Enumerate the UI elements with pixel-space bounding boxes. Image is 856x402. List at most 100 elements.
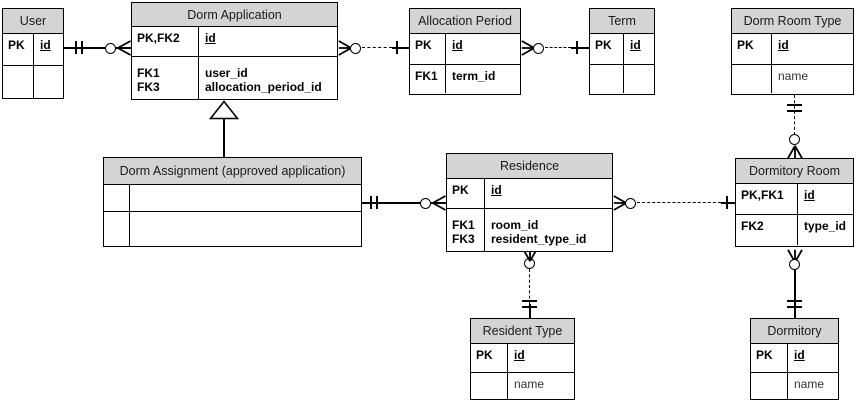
entity-resident-type-title: Resident Type	[471, 319, 574, 344]
entity-dormitory-room-row-pk: PK,FK1 id	[736, 184, 853, 215]
entity-allocation-period-title: Allocation Period	[410, 9, 520, 34]
entity-term-title: Term	[590, 9, 654, 34]
connector-dormapp-allocation-optional-circle	[350, 42, 361, 54]
attr-id: id	[452, 38, 463, 52]
connector-dormapp-allocation-crowsfoot	[338, 40, 352, 56]
entity-user-row-pk-attr: id	[34, 34, 63, 65]
entity-resident-type-row-name: name	[471, 373, 574, 399]
entity-dorm-assignment-row-2-key	[104, 212, 130, 246]
attr-id: id	[804, 188, 815, 202]
entity-allocation-period-row-fk-key: FK1	[410, 65, 446, 93]
connector-residence-residenttype-stub	[529, 304, 531, 318]
connector-dormroom-one-bar	[726, 196, 728, 209]
entity-user-row-pk: PK id	[3, 34, 63, 66]
entity-dorm-assignment-title: Dorm Assignment (approved application)	[104, 158, 361, 185]
connector-dormroom-dormitory-line	[794, 269, 796, 319]
entity-residence-row-pk-attr: id	[485, 179, 612, 208]
attr-id: id	[514, 348, 525, 362]
connector-residence-dormroom-stub	[721, 202, 736, 204]
fk1-label: FK1	[452, 218, 475, 232]
entity-term-row-pk: PK id	[590, 34, 654, 65]
connector-dormapp-allocation-line	[362, 47, 392, 48]
entity-allocation-period-row-pk-attr: id	[446, 34, 520, 64]
entity-dormitory-room-title: Dormitory Room	[736, 159, 853, 184]
entity-dormitory-room-row-fk: FK2 type_id	[736, 215, 853, 245]
attr-id: id	[491, 183, 502, 197]
attr-room-id: room_id	[491, 218, 539, 232]
entity-dormitory-room-row-fk-attr: type_id	[804, 219, 847, 233]
attr-id: id	[205, 31, 216, 45]
entity-resident-type-row-pk-attr: id	[508, 344, 574, 372]
entity-dormitory-row-pk: PK id	[751, 344, 838, 373]
entity-residence-row-pk-key: PK	[447, 179, 485, 208]
connector-user-optional-circle	[105, 42, 116, 54]
entity-resident-type-row-pk-key: PK	[471, 344, 508, 372]
connector-allocation-one-bar	[396, 41, 398, 54]
entity-dorm-application-row-pk-attr: id	[199, 27, 337, 56]
connector-dormitory-one-bar-2	[787, 306, 802, 308]
connector-residence-dormroom-line	[637, 202, 721, 203]
entity-term[interactable]: Term PK id	[589, 8, 655, 95]
entity-allocation-period-row-fk: FK1 term_id	[410, 65, 520, 93]
attr-id: id	[794, 348, 805, 362]
entity-allocation-period[interactable]: Allocation Period PK id FK1 term_id	[409, 8, 521, 95]
entity-dorm-room-type-row-pk-key: PK	[732, 34, 772, 64]
entity-dorm-room-type-row-name-attr: name	[778, 69, 809, 83]
attr-resident-type-id: resident_type_id	[491, 232, 587, 246]
connector-residenttype-one-bar-2	[522, 306, 537, 308]
entity-resident-type[interactable]: Resident Type PK id name	[470, 318, 575, 400]
connector-residence-optional-circle-left	[420, 197, 431, 209]
connector-user-crowsfoot	[117, 40, 131, 56]
entity-dormitory-room-row-fk-key: FK2	[736, 215, 798, 245]
entity-dormitory[interactable]: Dormitory PK id name	[750, 318, 839, 400]
connector-dormassignment-residence-line	[362, 202, 446, 204]
entity-residence[interactable]: Residence PK id FK1 FK3 room_id resident…	[446, 153, 613, 252]
entity-dorm-application-title: Dorm Application	[132, 3, 337, 27]
entity-dormitory-row-pk-key: PK	[751, 344, 788, 372]
entity-user[interactable]: User PK id	[2, 8, 64, 99]
connector-residence-dormroom-optional-circle	[625, 197, 636, 209]
connector-user-dormapplication-line	[64, 47, 131, 49]
connector-allocation-term-crowsfoot	[521, 40, 535, 56]
connector-allocation-term-line	[545, 47, 571, 48]
fk3-label: FK3	[452, 232, 475, 246]
connector-dormapp-allocation-stub	[392, 47, 409, 49]
entity-resident-type-row-name-attr: name	[514, 377, 545, 391]
entity-residence-row-fk-attr: room_id resident_type_id	[485, 209, 612, 251]
connector-allocation-term-stub	[571, 47, 589, 49]
connector-dormitory-one-bar-1	[787, 300, 802, 302]
entity-dormitory-row-pk-attr: id	[788, 344, 838, 372]
entity-term-row-empty-key	[590, 65, 624, 93]
connector-residence-dormroom-crowsfoot	[613, 195, 627, 211]
entity-dorm-assignment[interactable]: Dorm Assignment (approved application)	[103, 157, 362, 247]
fk3-label: FK3	[137, 80, 160, 94]
entity-dormitory-room[interactable]: Dormitory Room PK,FK1 id FK2 type_id	[735, 158, 854, 247]
entity-dormitory-row-name: name	[751, 373, 838, 399]
attr-id: id	[630, 38, 641, 52]
entity-dorm-application[interactable]: Dorm Application PK,FK2 id FK1 FK3 user_…	[131, 2, 338, 100]
entity-user-row-empty-attr	[34, 66, 63, 98]
connector-dormroomtype-one-bar-1	[787, 104, 802, 106]
entity-residence-row-fk-key: FK1 FK3	[447, 209, 485, 251]
entity-dorm-application-row-pk-key: PK,FK2	[132, 27, 199, 56]
entity-dorm-assignment-row-2-attr	[130, 212, 361, 246]
attr-user-id: user_id	[205, 66, 248, 80]
connector-residence-residenttype-line	[529, 269, 530, 304]
entity-allocation-period-row-pk-key: PK	[410, 34, 446, 64]
entity-dorm-room-type[interactable]: Dorm Room Type PK id name	[731, 8, 854, 95]
entity-dormitory-room-row-pk-key: PK,FK1	[736, 184, 798, 214]
entity-dormitory-title: Dormitory	[751, 319, 838, 344]
entity-dorm-room-type-row-pk: PK id	[732, 34, 853, 65]
attr-allocation-period-id: allocation_period_id	[205, 80, 322, 94]
entity-resident-type-row-pk: PK id	[471, 344, 574, 373]
entity-residence-title: Residence	[447, 154, 612, 179]
attr-id: id	[778, 38, 789, 52]
connector-dormassignment-one-bar-1	[370, 196, 372, 209]
entity-dorm-assignment-row-1-attr	[130, 185, 361, 211]
entity-residence-row-fk: FK1 FK3 room_id resident_type_id	[447, 209, 612, 251]
entity-dorm-room-type-title: Dorm Room Type	[732, 9, 853, 34]
connector-user-one-bar-1	[75, 41, 77, 54]
connector-allocation-term-optional-circle	[533, 42, 544, 54]
entity-user-row-empty-key	[3, 66, 34, 98]
